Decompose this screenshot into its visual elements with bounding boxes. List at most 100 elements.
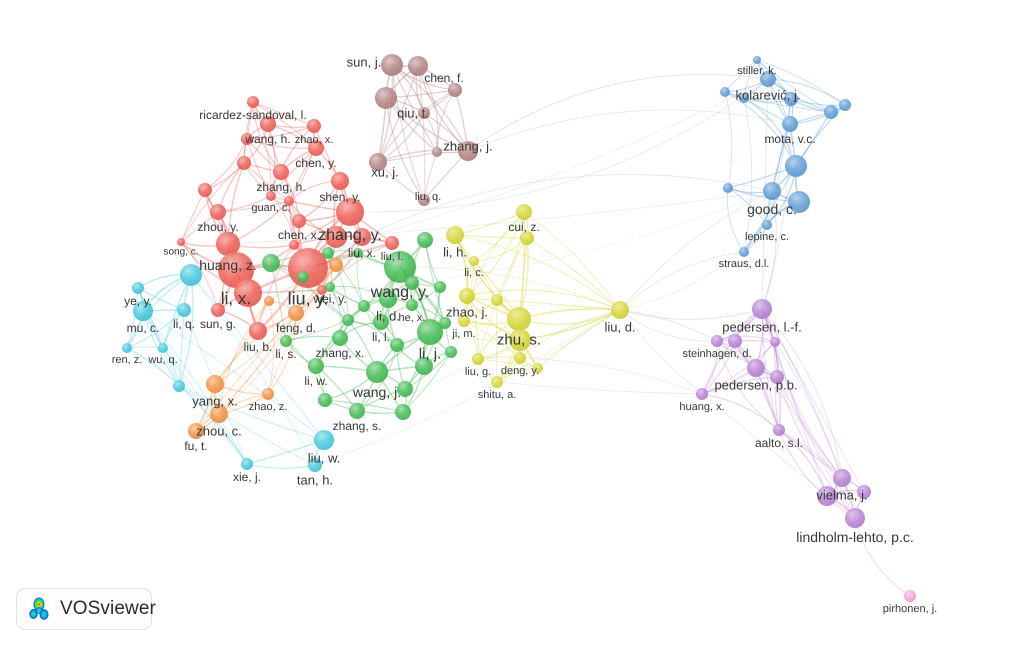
network-node[interactable] [375,87,397,109]
network-node[interactable] [292,214,306,228]
network-node[interactable] [385,236,399,250]
network-node[interactable] [773,424,785,436]
network-node[interactable] [325,226,347,248]
network-node[interactable] [458,315,470,327]
network-node[interactable] [381,54,403,76]
network-node[interactable] [839,99,851,111]
network-node[interactable] [264,296,274,306]
network-node[interactable] [132,282,144,294]
network-node[interactable] [507,307,531,331]
network-node[interactable] [369,153,387,171]
network-node[interactable] [133,301,153,321]
network-node[interactable] [520,231,534,245]
network-node[interactable] [514,352,526,364]
network-node[interactable] [216,232,240,256]
network-node[interactable] [904,590,916,602]
network-node[interactable] [696,388,708,400]
network-node[interactable] [611,301,629,319]
network-node[interactable] [158,343,168,353]
network-node[interactable] [180,264,202,286]
network-node[interactable] [308,140,324,156]
network-node[interactable] [491,376,503,388]
network-node[interactable] [417,232,433,248]
network-node[interactable] [234,279,262,307]
network-node[interactable] [211,303,225,317]
network-node[interactable] [728,334,742,348]
network-node[interactable] [331,172,349,190]
network-node[interactable] [857,485,871,499]
network-node[interactable] [491,294,503,306]
network-node[interactable] [329,258,343,272]
network-node[interactable] [833,469,851,487]
network-node[interactable] [760,71,776,87]
network-node[interactable] [739,93,749,103]
network-node[interactable] [763,182,781,200]
network-node[interactable] [408,56,428,76]
network-node[interactable] [241,133,253,145]
network-node[interactable] [445,346,457,358]
network-node[interactable] [770,337,780,347]
network-node[interactable] [469,256,479,266]
network-node[interactable] [210,405,228,423]
network-node[interactable] [753,56,761,64]
network-node[interactable] [439,317,451,329]
network-node[interactable] [266,191,276,201]
network-node[interactable] [448,83,462,97]
network-node[interactable] [358,300,370,312]
network-node[interactable] [249,322,267,340]
network-node[interactable] [241,458,253,470]
network-node[interactable] [472,353,484,365]
network-node[interactable] [332,330,348,346]
network-node[interactable] [415,357,433,375]
network-node[interactable] [817,486,837,506]
network-node[interactable] [288,305,304,321]
network-node[interactable] [390,338,404,352]
network-node[interactable] [273,164,289,180]
network-node[interactable] [788,191,810,213]
network-node[interactable] [785,155,807,177]
network-node[interactable] [353,248,363,258]
network-node[interactable] [723,183,733,193]
network-node[interactable] [122,343,132,353]
network-node[interactable] [366,361,388,383]
network-node[interactable] [336,198,364,226]
network-node[interactable] [322,247,334,259]
network-node[interactable] [533,363,543,373]
network-node[interactable] [711,335,723,347]
network-node[interactable] [720,87,730,97]
network-node[interactable] [317,285,327,295]
network-node[interactable] [342,314,354,326]
network-node[interactable] [198,183,212,197]
network-node[interactable] [509,329,531,351]
network-node[interactable] [459,288,475,304]
network-node[interactable] [739,247,749,257]
network-node[interactable] [458,141,478,161]
network-node[interactable] [353,228,371,246]
network-node[interactable] [784,92,798,106]
network-node[interactable] [446,226,464,244]
network-node[interactable] [297,271,309,283]
network-node[interactable] [770,370,784,384]
vosviewer-logo-box[interactable]: VOSviewer [16,588,156,630]
network-node[interactable] [237,156,251,170]
network-node[interactable] [325,282,335,292]
network-node[interactable] [397,381,413,397]
network-node[interactable] [280,335,292,347]
network-node[interactable] [395,404,411,420]
network-node[interactable] [218,252,254,288]
network-node[interactable] [384,251,416,283]
network-node[interactable] [516,204,532,220]
network-node[interactable] [845,508,865,528]
network-node[interactable] [752,299,772,319]
network-node[interactable] [177,303,191,317]
network-node[interactable] [434,281,446,293]
network-node[interactable] [349,403,365,419]
network-node[interactable] [418,194,430,206]
network-node[interactable] [262,388,274,400]
network-node[interactable] [308,458,322,472]
network-node[interactable] [418,107,430,119]
network-node[interactable] [177,238,185,246]
network-node[interactable] [824,105,838,119]
network-node[interactable] [406,299,418,311]
